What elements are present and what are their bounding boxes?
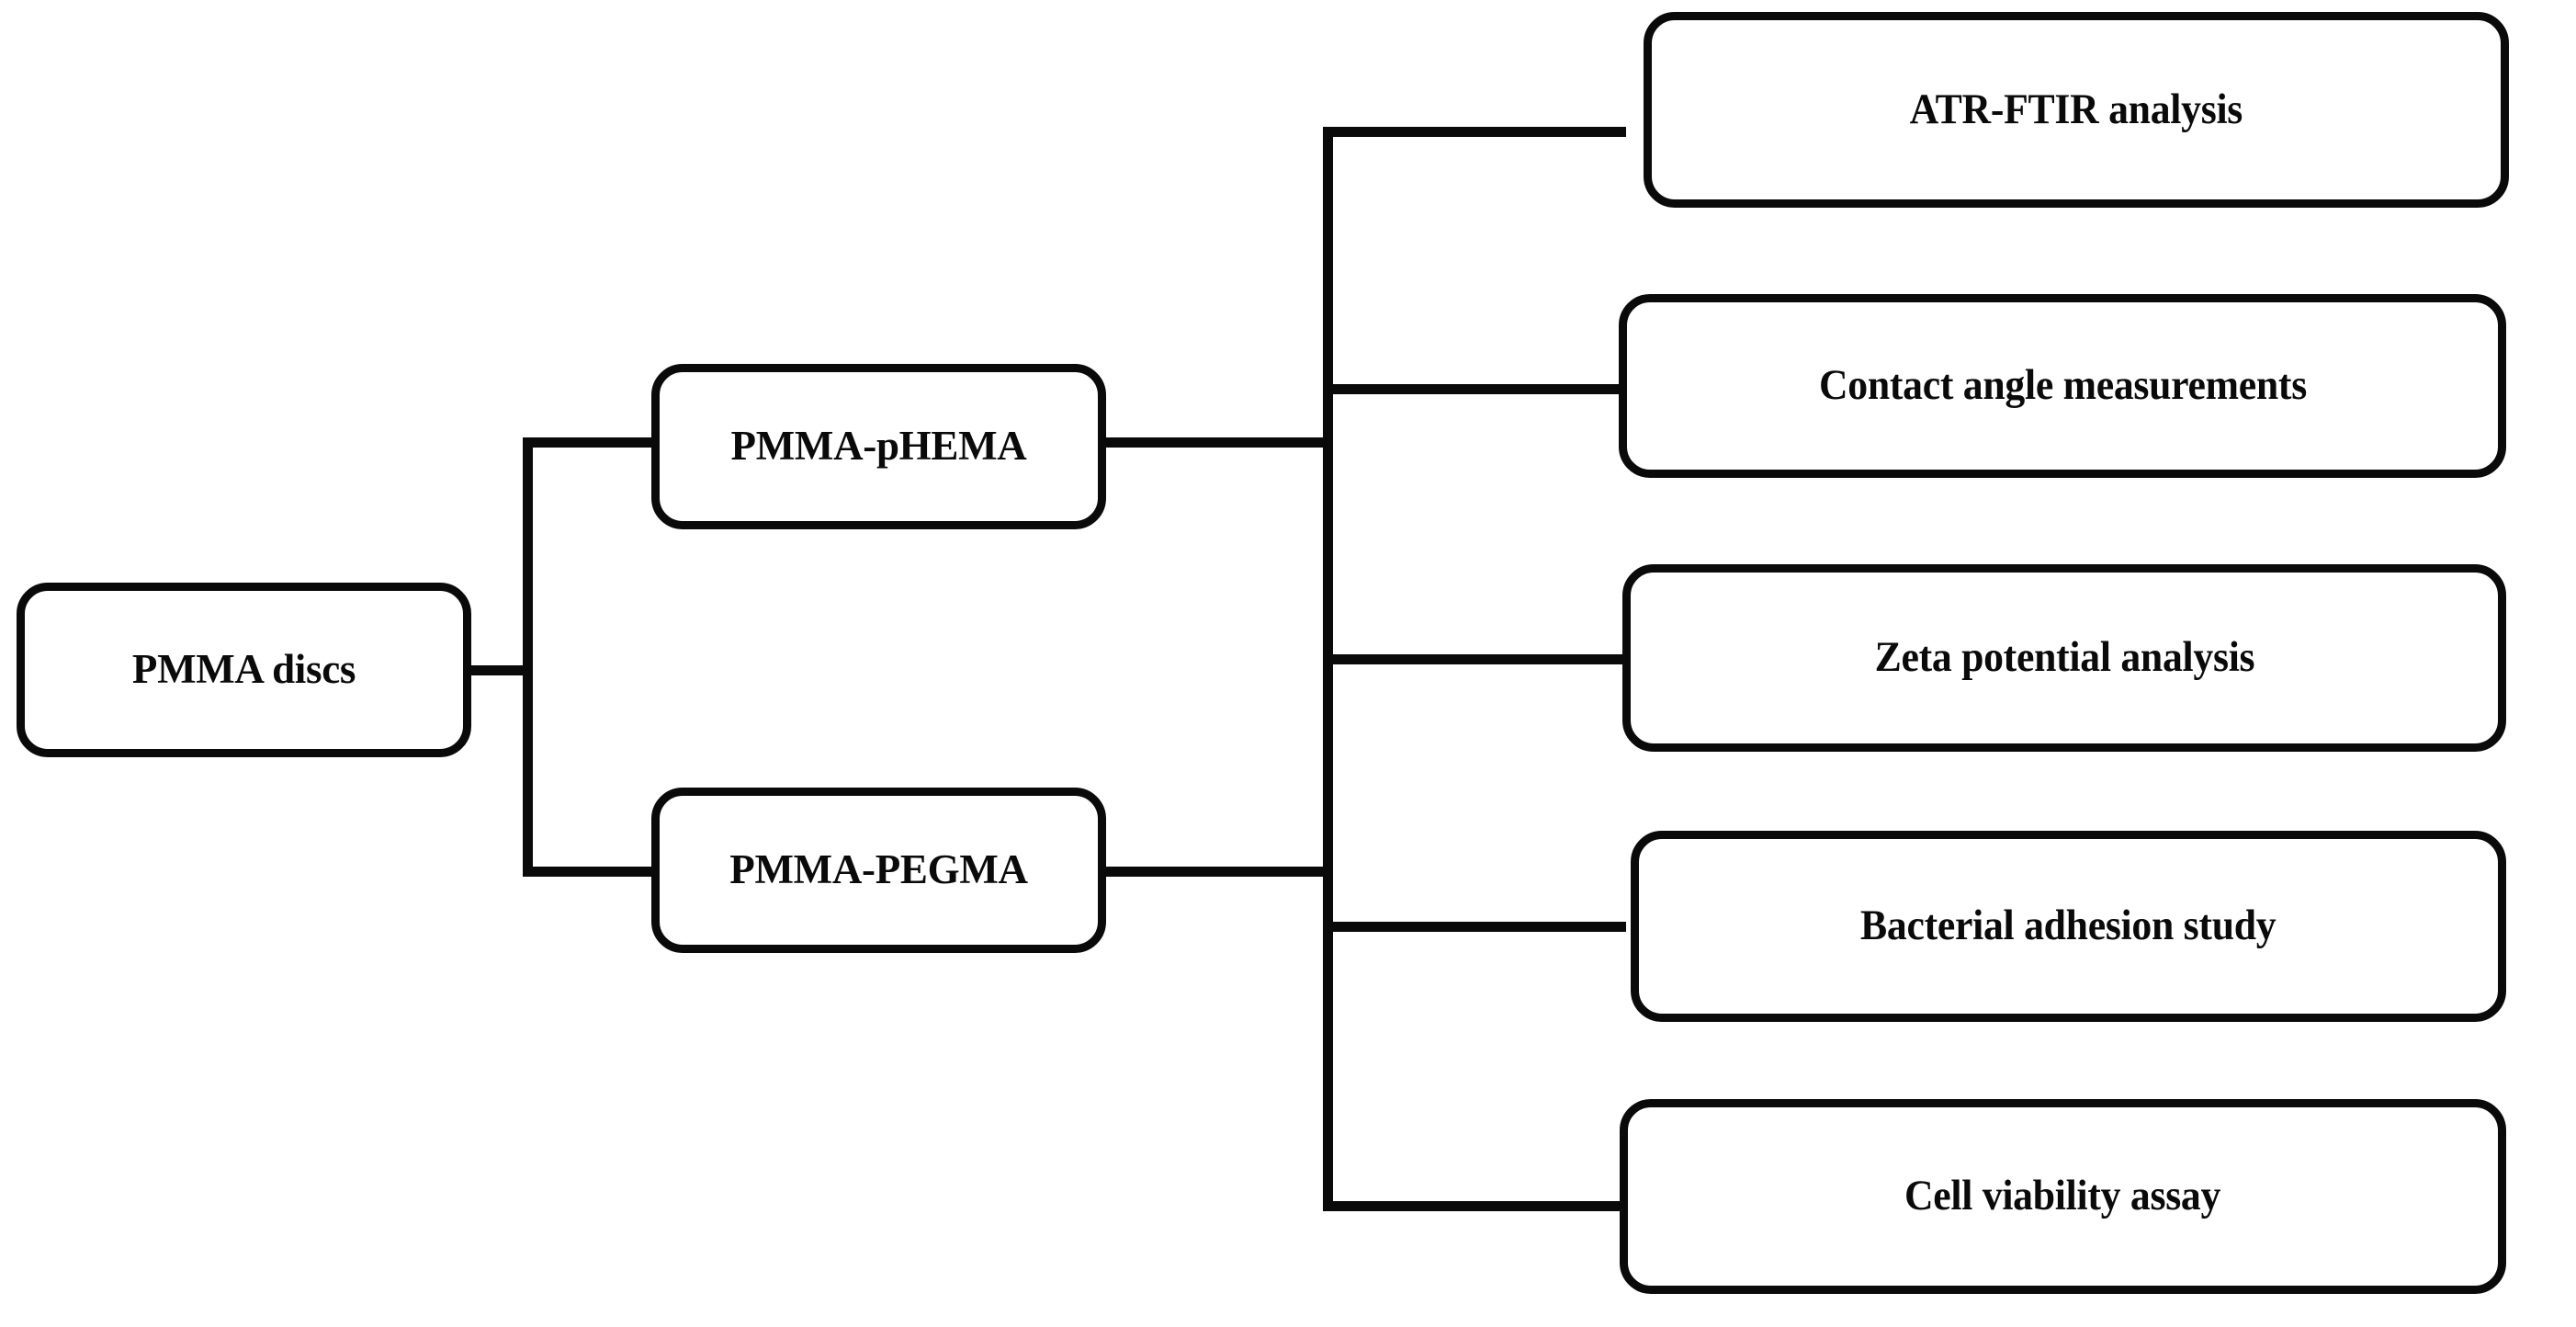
node-pmma-pegma[interactable]: PMMA-PEGMA xyxy=(651,788,1106,953)
node-label: PMMA discs xyxy=(131,646,356,693)
connector-phema-to-spine xyxy=(1101,437,1332,448)
node-label: Contact angle measurements xyxy=(1818,361,2307,410)
node-label: Bacterial adhesion study xyxy=(1860,902,2277,950)
connector-branch-spine xyxy=(523,437,533,877)
connector-spine-to-leaf-5 xyxy=(1323,1201,1626,1211)
node-bacterial-adhesion-study[interactable]: Bacterial adhesion study xyxy=(1631,831,2506,1022)
connector-spine-to-phema xyxy=(523,437,659,448)
node-pmma-discs[interactable]: PMMA discs xyxy=(17,583,471,757)
node-label: PMMA-pHEMA xyxy=(730,423,1027,470)
node-label: Zeta potential analysis xyxy=(1874,633,2254,682)
node-label: PMMA-PEGMA xyxy=(729,846,1028,893)
node-label: ATR-FTIR analysis xyxy=(1909,85,2243,133)
node-contact-angle-measurements[interactable]: Contact angle measurements xyxy=(1619,294,2506,478)
connector-spine-to-leaf-4 xyxy=(1323,922,1626,932)
connector-analysis-spine xyxy=(1323,127,1333,1211)
node-atr-ftir-analysis[interactable]: ATR-FTIR analysis xyxy=(1644,12,2509,208)
connector-spine-to-leaf-2 xyxy=(1323,384,1626,394)
node-label: Cell viability assay xyxy=(1904,1172,2221,1220)
node-zeta-potential-analysis[interactable]: Zeta potential analysis xyxy=(1622,564,2506,752)
node-cell-viability-assay[interactable]: Cell viability assay xyxy=(1620,1099,2506,1294)
connector-root-stub xyxy=(467,665,533,675)
connector-pegma-to-spine xyxy=(1101,867,1332,877)
connector-spine-to-pegma xyxy=(523,867,659,877)
connector-spine-to-leaf-3 xyxy=(1323,654,1626,664)
node-pmma-phema[interactable]: PMMA-pHEMA xyxy=(651,364,1106,529)
connector-spine-to-leaf-1 xyxy=(1323,127,1626,137)
